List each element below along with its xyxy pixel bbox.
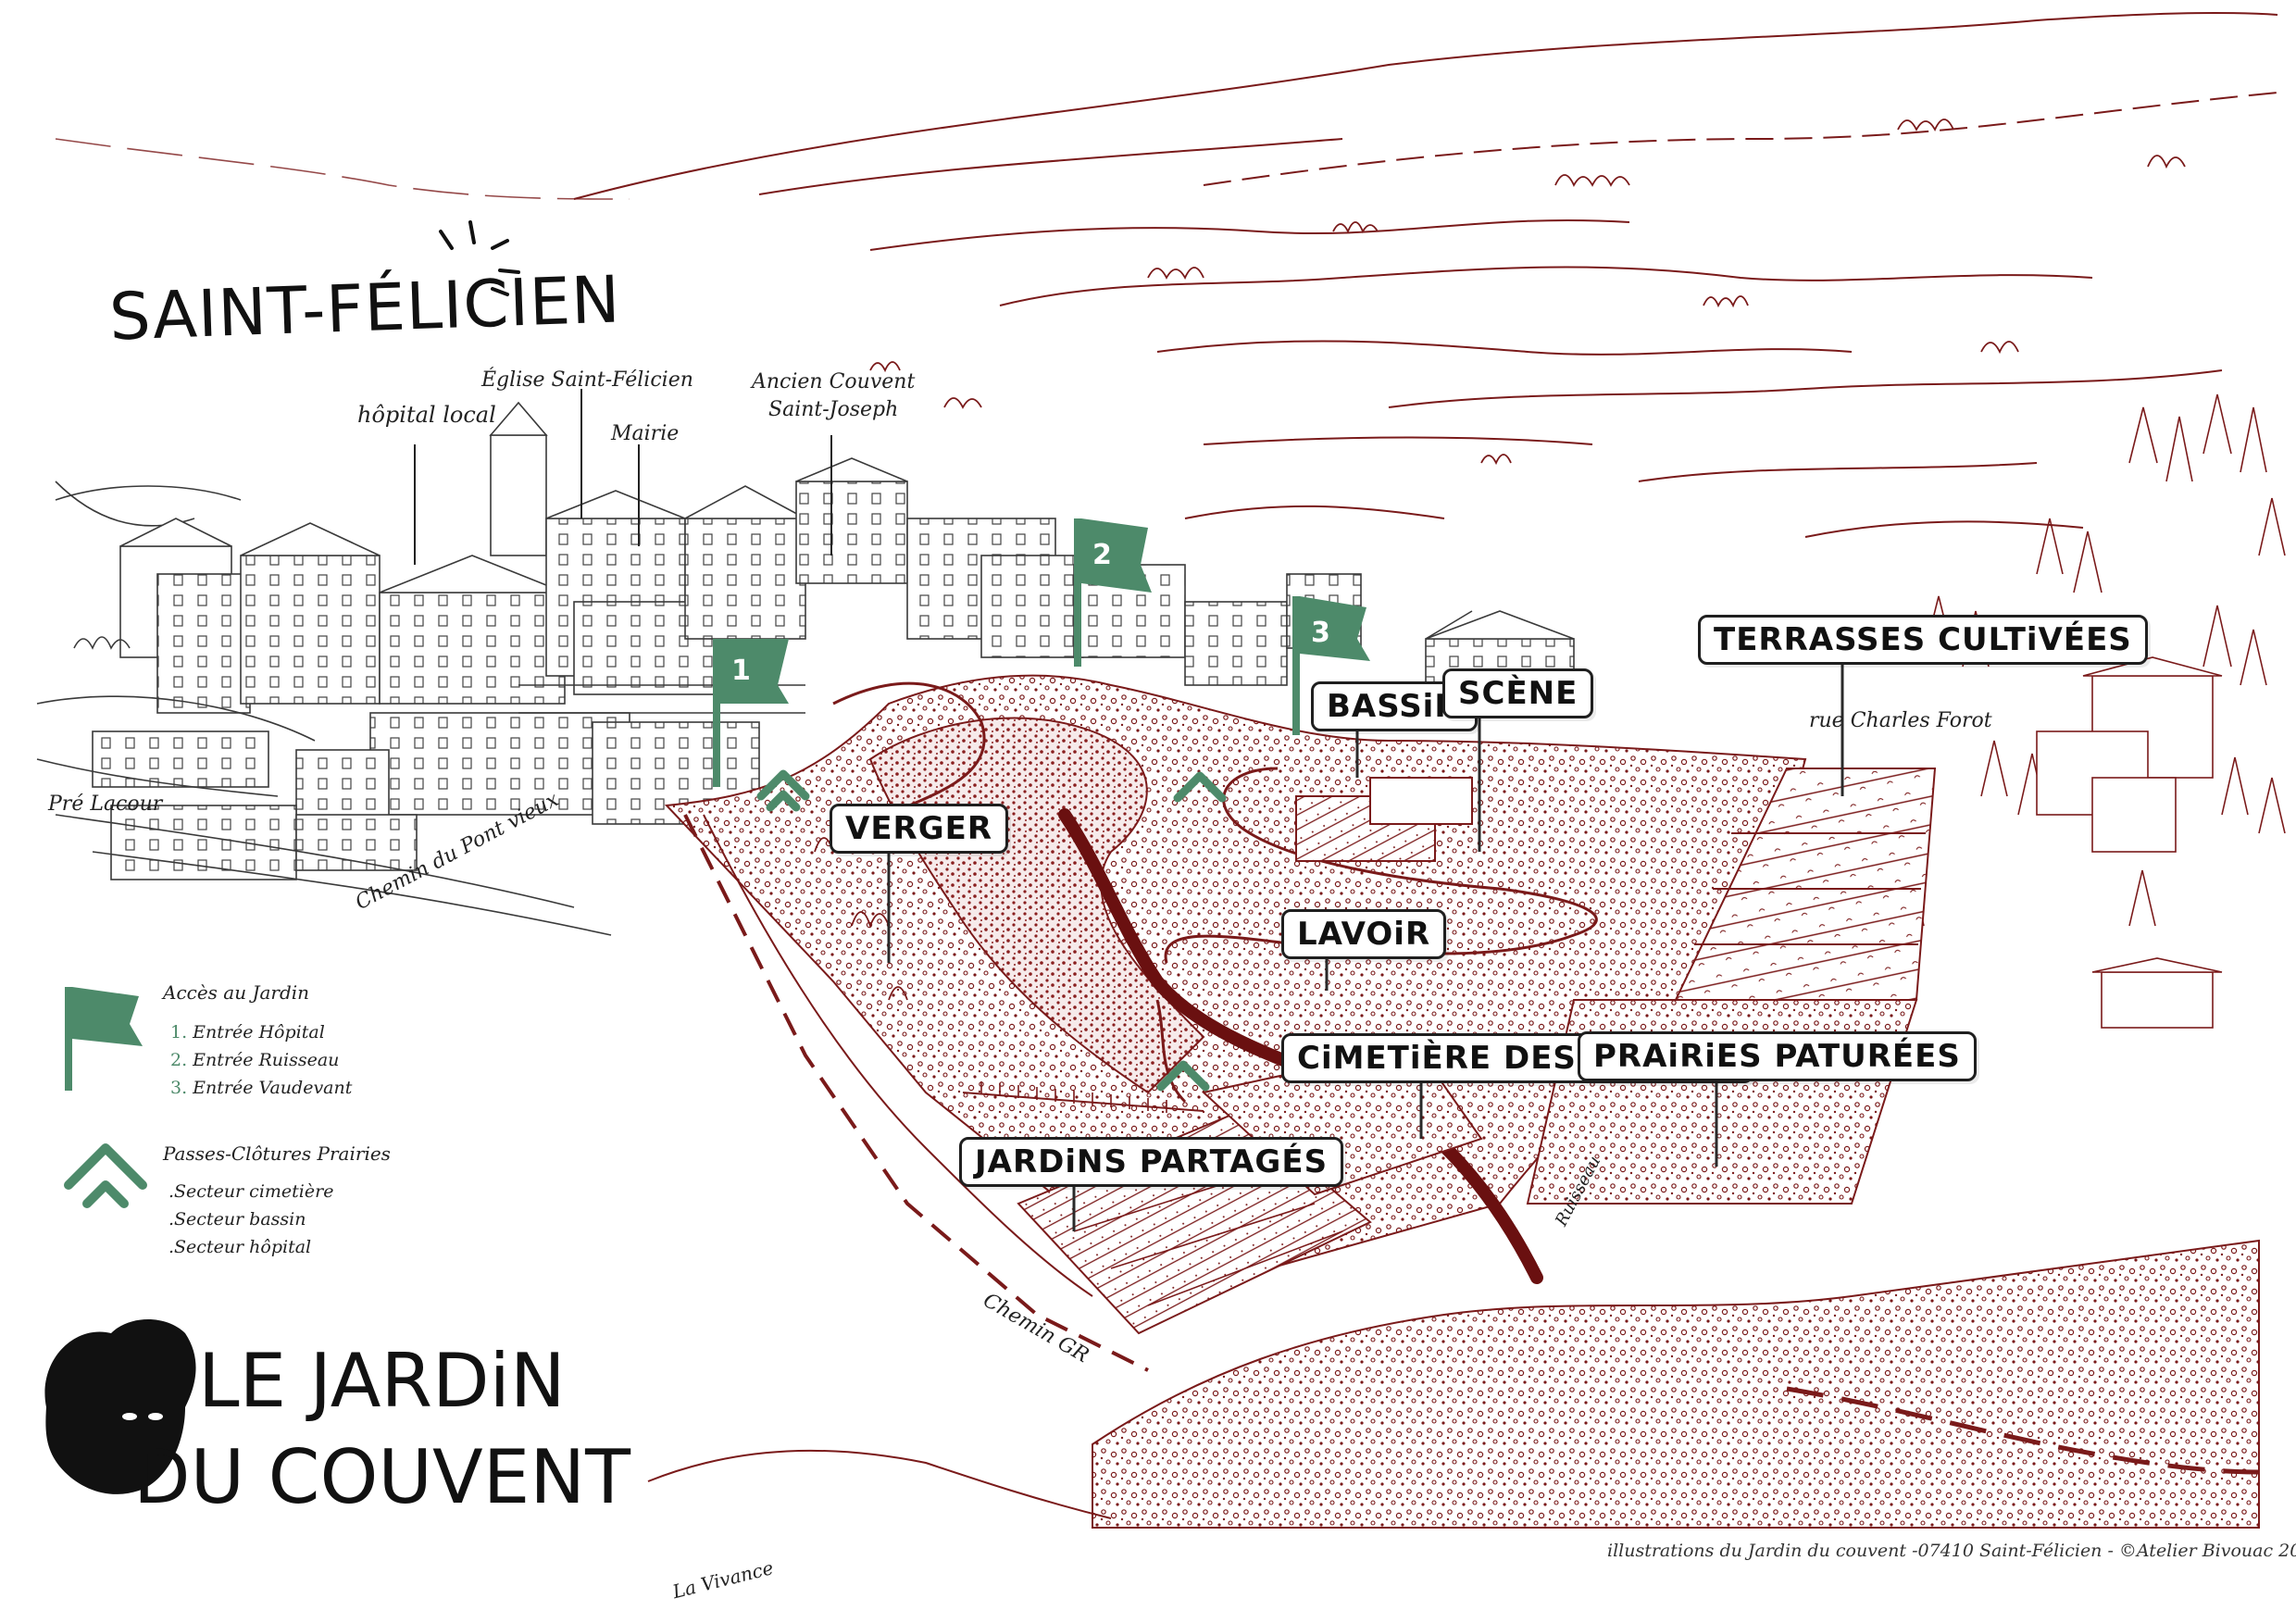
label-hopital: hôpital local <box>357 402 496 428</box>
flag-icon <box>1074 518 1152 667</box>
flag-number-1: 1 <box>731 655 751 687</box>
sign-jardins: JARDiNS PARTAGÉS <box>959 1137 1344 1187</box>
legend-acces-item: 1.Entrée Hôpital <box>170 1022 325 1042</box>
credit-line: illustrations du Jardin du couvent -0741… <box>1607 1541 2296 1561</box>
fence-pass-icon <box>756 769 1227 1092</box>
flag-icon <box>65 987 143 1091</box>
sign-terrasses: TERRASSES CULTiVÉES <box>1698 615 2148 665</box>
brand-logo-text: LE JARDiN DU COUVENT <box>133 1333 630 1526</box>
label-charles-forot: rue Charles Forot <box>1809 709 1992 732</box>
flag-number-3: 3 <box>1311 617 1330 649</box>
flag-number-2: 2 <box>1092 539 1112 571</box>
sign-posts <box>887 657 1844 1231</box>
sign-verger: VERGER <box>830 804 1009 854</box>
hill-tree-clusters <box>869 119 2186 466</box>
legend-acces-title: Accès au Jardin <box>163 981 310 1004</box>
sign-lavoir: LAVOiR <box>1281 909 1447 959</box>
sun-rays-decoration <box>439 220 520 296</box>
label-couvent-line1: Ancien Couvent <box>752 370 916 393</box>
label-couvent-line2: Saint-Joseph <box>768 398 899 421</box>
label-eglise: Église Saint-Félicien <box>481 368 693 392</box>
sign-scene: SCÈNE <box>1442 668 1594 718</box>
label-pre-lacour: Pré Lacour <box>48 793 163 816</box>
label-mairie: Mairie <box>611 422 680 445</box>
legend-passes-item: .Secteur cimetière <box>168 1181 334 1202</box>
legend-passes-item: .Secteur bassin <box>168 1209 306 1230</box>
legend-passes-title: Passes-Clôtures Prairies <box>163 1142 391 1165</box>
sign-prairies: PRAiRiES PATURÉES <box>1578 1031 1977 1081</box>
village-leader-lines <box>414 389 832 565</box>
distant-hills <box>573 12 2278 538</box>
flag-icon <box>713 639 789 787</box>
fence-pass-icon <box>64 1143 147 1208</box>
legend-acces-item: 2.Entrée Ruisseau <box>170 1050 340 1070</box>
legend-passes-item: .Secteur hôpital <box>168 1237 312 1257</box>
brand-line-1: LE JARDiN <box>198 1338 566 1424</box>
flag-icon <box>1292 596 1370 735</box>
cat-logo-icon <box>44 1319 196 1494</box>
village <box>36 401 1575 936</box>
legend-acces-item: 3.Entrée Vaudevant <box>170 1078 353 1098</box>
brand-line-2: DU COUVENT <box>133 1434 630 1520</box>
